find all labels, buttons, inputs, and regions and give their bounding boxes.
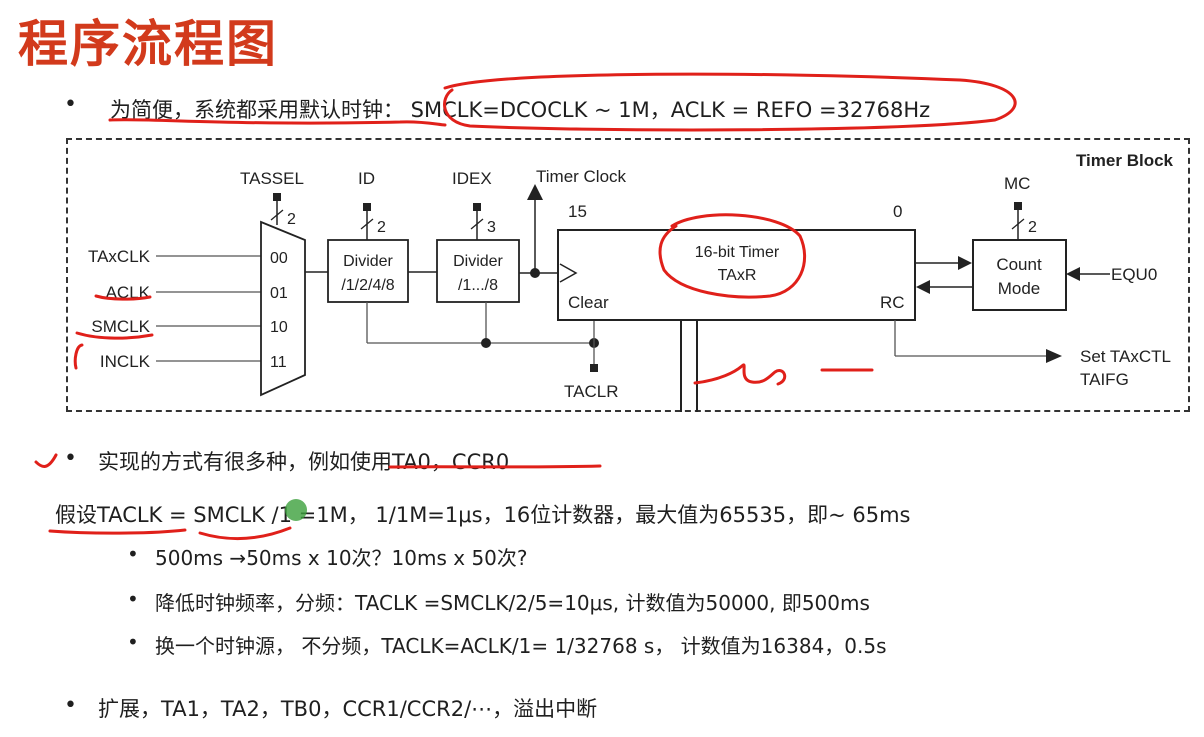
- mux-code-01: 01: [270, 285, 288, 302]
- divider-id-title: Divider: [343, 253, 393, 270]
- divider-id: [327, 239, 409, 303]
- input-aclk: ACLK: [106, 283, 151, 302]
- timer-register-name: TAxR: [718, 267, 757, 284]
- id-bits: 2: [377, 219, 386, 236]
- divider-idex: [436, 239, 520, 303]
- idex-bits: 3: [487, 219, 496, 236]
- bullet-3: •: [64, 693, 77, 718]
- mc-control-square: [1014, 202, 1022, 210]
- bullet-1: •: [64, 92, 77, 117]
- sub-bullet-1: •: [127, 542, 139, 566]
- assumption-line: 假设TACLK = SMCLK /1 =1M， 1/1M=1μs，16位计数器，…: [55, 503, 911, 527]
- equ0-label: EQU0: [1111, 265, 1157, 284]
- set-flag-line1: Set TAxCTL: [1080, 347, 1171, 366]
- rc-label: RC: [880, 293, 905, 312]
- tassel-bits: 2: [287, 211, 296, 228]
- idex-control-square: [473, 203, 481, 211]
- timer-block-label: Timer Block: [1076, 151, 1174, 170]
- bit-15-label: 15: [568, 202, 587, 221]
- set-flag-line2: TAIFG: [1080, 370, 1129, 389]
- count-mode-line2: Mode: [998, 279, 1041, 298]
- mc-bits: 2: [1028, 219, 1037, 236]
- extension-note: 扩展，TA1，TA2，TB0，CCR1/CCR2/⋯，溢出中断: [98, 697, 598, 721]
- divider-idex-ratio: /1.../8: [458, 277, 498, 294]
- clear-label: Clear: [568, 293, 609, 312]
- sub-item-2: 降低时钟频率，分频：TACLK =SMCLK/2/5=10μs, 计数值为500…: [155, 591, 870, 615]
- count-mode-box: [972, 239, 1067, 311]
- id-label: ID: [358, 169, 375, 188]
- divider-idex-title: Divider: [453, 253, 503, 270]
- method-note: 实现的方式有很多种，例如使用TA0，CCR0: [98, 450, 510, 474]
- timer-clock-arrow: [527, 184, 543, 200]
- input-smclk: SMCLK: [91, 317, 150, 336]
- tassel-label: TASSEL: [240, 169, 304, 188]
- bit-0-label: 0: [893, 202, 902, 221]
- pointer-dot: [285, 499, 307, 521]
- timer-clock-label: Timer Clock: [536, 167, 627, 186]
- timer-block-frame: [66, 138, 1190, 412]
- input-taxclk: TAxCLK: [88, 247, 151, 266]
- taclr-label: TACLR: [564, 382, 618, 401]
- tassel-control-square: [273, 193, 281, 201]
- sub-item-3: 换一个时钟源， 不分频，TACLK=ACLK/1= 1/32768 s， 计数值…: [155, 634, 887, 658]
- count-mode-line1: Count: [996, 255, 1042, 274]
- mc-label: MC: [1004, 174, 1030, 193]
- divider-id-ratio: /1/2/4/8: [341, 277, 394, 294]
- timer-register-title: 16-bit Timer: [695, 244, 780, 261]
- id-control-square: [363, 203, 371, 211]
- mux-code-10: 10: [270, 319, 288, 336]
- bullet-2: •: [64, 446, 77, 471]
- sub-bullet-3: •: [127, 630, 139, 654]
- mux-code-11: 11: [270, 354, 287, 371]
- page-title: 程序流程图: [18, 14, 278, 73]
- idex-label: IDEX: [452, 169, 492, 188]
- sub-item-1: 500ms →50ms x 10次？10ms x 50次?: [155, 546, 528, 570]
- input-inclk: INCLK: [100, 352, 151, 371]
- taclr-control-square: [590, 364, 598, 372]
- clock-mux: [260, 220, 306, 397]
- mux-code-00: 00: [270, 250, 288, 267]
- sub-bullet-2: •: [127, 587, 139, 611]
